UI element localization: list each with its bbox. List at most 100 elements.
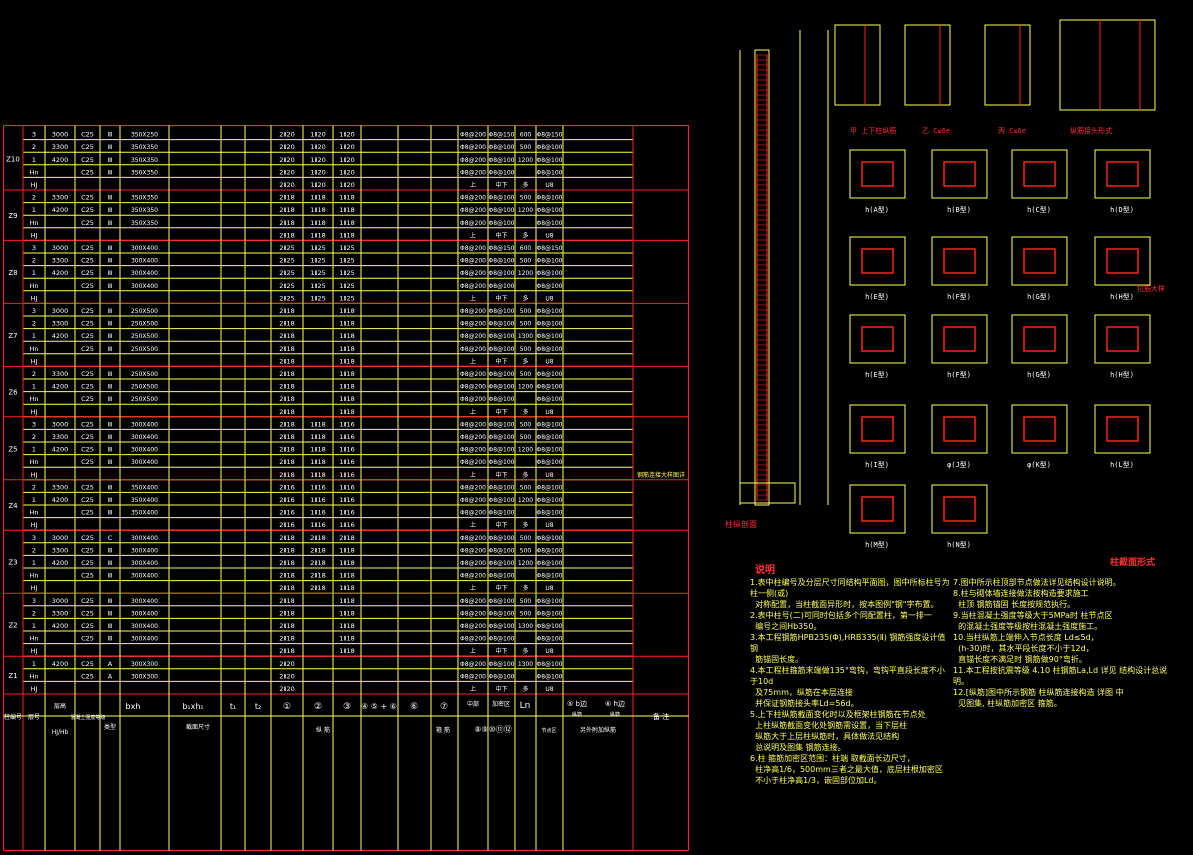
section-outline — [931, 484, 988, 534]
table-cell-text: C25 — [81, 433, 94, 441]
table-cell-text: 1Ⅱ20 — [310, 143, 326, 151]
table-cell-text: Φ8@100 — [537, 270, 563, 277]
header-text: 纵筋 — [610, 711, 620, 718]
table-cell-text: C25 — [81, 483, 94, 491]
table-cell-text: 2Ⅱ20 — [279, 156, 295, 164]
section-type-label: h(G型) — [1027, 292, 1051, 301]
table-cell-text: U8 — [545, 182, 553, 189]
table-cell-text: 1Ⅱ18 — [339, 332, 355, 340]
section-outline — [931, 314, 988, 364]
table-cell-text: Φ8@100 — [537, 371, 563, 378]
table-cell-text: Φ8@200 — [460, 245, 486, 252]
table-cell-text: 1200 — [518, 447, 533, 454]
table-cell-text: 1Ⅱ18 — [310, 446, 326, 454]
table-cell-text: 2Ⅱ18 — [279, 345, 295, 353]
table-cell-text: Ⅲ — [108, 483, 112, 491]
table-cell-text: 多 — [522, 357, 528, 365]
table-cell-text: 上 — [470, 471, 476, 479]
header-text: ⑥ — [410, 702, 418, 712]
table-cell-text: Φ8@100 — [489, 636, 515, 643]
section-stirrup — [1106, 416, 1139, 442]
table-cell-text: Ⅲ — [108, 446, 112, 454]
table-cell-text: 多 — [522, 181, 528, 189]
header-text: 箍 筋 — [436, 726, 450, 734]
table-cell-text: Φ8@200 — [460, 421, 486, 428]
section-type-label: h(F型) — [947, 370, 971, 379]
table-cell-text: Ⅲ — [108, 143, 112, 151]
table-cell-text: U8 — [545, 409, 553, 416]
header-text: HJ/Hb — [52, 729, 69, 736]
table-cell-text: U8 — [545, 648, 553, 655]
table-cell-text: Ⅲ — [108, 131, 112, 139]
table-cell-text: 300X400 — [131, 459, 158, 466]
section-type-label: h(F型) — [947, 292, 971, 301]
table-cell-text: Ⅲ — [108, 383, 112, 391]
table-cell-text: Φ8@100 — [537, 484, 563, 491]
section-stirrup — [943, 161, 976, 187]
table-cell-text: 2 — [32, 370, 36, 378]
table-cell-text: Ⅲ — [108, 332, 112, 340]
table-cell-text: 4200 — [52, 383, 69, 391]
section-type-label: h(B型) — [947, 205, 971, 214]
table-cell-text: 2 — [32, 320, 36, 328]
table-cell-text: Φ8@200 — [460, 661, 486, 668]
table-cell-text: Ⅲ — [108, 307, 112, 315]
table-cell-text: 1Ⅱ18 — [339, 408, 355, 416]
table-cell-text: 1Ⅱ18 — [339, 622, 355, 630]
table-cell-text: 2Ⅱ18 — [279, 357, 295, 365]
table-cell-text: U8 — [545, 295, 553, 302]
table-cell-text: Φ8@200 — [460, 547, 486, 554]
header-text: 层号 — [28, 714, 40, 721]
table-cell-text: 2Ⅱ18 — [310, 546, 326, 554]
header-text: 混凝土强度等级 — [70, 714, 105, 721]
table-cell-text: 500 — [520, 421, 532, 428]
table-cell-text: 500 — [520, 195, 532, 202]
table-cell-text: 多 — [522, 647, 528, 655]
table-cell-text: C25 — [81, 458, 94, 466]
table-cell-text: 2 — [32, 546, 36, 554]
table-cell-text: 2Ⅱ18 — [279, 383, 295, 391]
table-cell-text: Φ8@200 — [460, 673, 486, 680]
table-cell-text: Φ8@200 — [460, 459, 486, 466]
table-cell-text: Φ8@100 — [489, 169, 515, 176]
table-cell-text: 350X350 — [131, 169, 158, 176]
table-cell-text: Φ8@150 — [489, 245, 515, 252]
table-cell-text: 上 — [470, 408, 476, 416]
table-cell-text: 中下 — [495, 584, 507, 592]
table-cell-text: Φ8@200 — [460, 270, 486, 277]
table-cell-text: 350X350 — [131, 144, 158, 151]
table-cell-text: 300X400 — [131, 447, 158, 454]
table-cell-text: Φ8@100 — [537, 661, 563, 668]
table-cell-text: HJ — [31, 647, 38, 655]
column-group-label: Z9 — [8, 212, 17, 220]
header-text: ⑤ b边 — [567, 699, 587, 708]
table-cell-text: Φ8@100 — [537, 258, 563, 265]
table-cell-text: Φ8@100 — [489, 346, 515, 353]
table-cell-text: 2Ⅱ18 — [279, 597, 295, 605]
table-cell-text: 500 — [520, 371, 532, 378]
table-cell-text: HJ — [31, 294, 38, 302]
column-group-label: Z4 — [8, 502, 18, 510]
table-cell-text: 1Ⅱ16 — [339, 521, 355, 529]
table-cell-text: Φ8@100 — [537, 447, 563, 454]
table-cell-text: Φ8@200 — [460, 169, 486, 176]
table-cell-text: 3000 — [52, 244, 69, 252]
table-cell-text: 500 — [520, 610, 532, 617]
table-cell-text: Φ8@200 — [460, 346, 486, 353]
table-cell-text: 500 — [520, 144, 532, 151]
table-cell-text: Φ8@100 — [489, 547, 515, 554]
table-cell-text: 2Ⅱ20 — [279, 672, 295, 680]
section-types: h(A型)h(B型)h(C型)h(D型)h(E型)h(F型)h(G型)h(H型)… — [849, 149, 1151, 549]
table-cell-text: 500 — [520, 321, 532, 328]
table-cell-text: 1Ⅱ20 — [310, 181, 326, 189]
table-cell-text: Φ8@200 — [460, 573, 486, 580]
table-cell-text: Φ8@200 — [460, 535, 486, 542]
table-cell-text: 1Ⅱ20 — [310, 156, 326, 164]
section-type-label: h(D型) — [1110, 205, 1134, 214]
table-cell-text: Φ8@100 — [537, 207, 563, 214]
table-cell-text: 300X400 — [131, 283, 158, 290]
section-stirrup — [1106, 326, 1139, 352]
section-outline — [849, 314, 906, 364]
table-cell-text: 3300 — [52, 320, 69, 328]
table-cell-text: C25 — [81, 320, 94, 328]
